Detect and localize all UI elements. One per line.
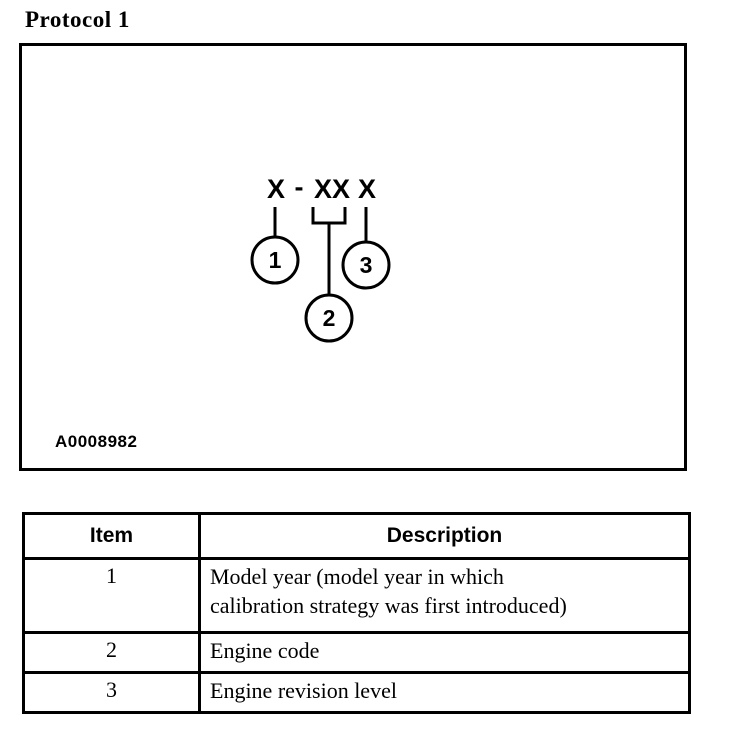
code-chars-engine-code: XX [314, 174, 350, 204]
table-row: 1 Model year (model year in which calibr… [22, 557, 691, 634]
item-cell: 3 [22, 671, 201, 714]
callout-2-number: 2 [323, 305, 336, 331]
code-format-diagram: X - XX X 1 2 3 [250, 172, 391, 343]
table-header-row: Item Description [22, 512, 691, 560]
bracket-engine-code [311, 207, 347, 225]
item-cell: 2 [22, 631, 201, 674]
callout-3-circle [341, 240, 391, 290]
table-row: 3 Engine revision level [22, 671, 691, 714]
callout-3-number: 3 [360, 252, 373, 278]
callout-2-circle [304, 293, 354, 343]
code-char-model-year: X [267, 174, 285, 204]
code-separator-dash: - [295, 172, 304, 202]
item-cell: 1 [22, 557, 201, 634]
document-page: Protocol 1 X - XX X 1 2 3 A0008982 [0, 8, 736, 730]
table-row: 2 Engine code [22, 631, 691, 674]
item-column-header: Item [22, 512, 201, 560]
description-column-header: Description [198, 512, 691, 560]
code-char-revision-level: X [358, 174, 376, 204]
figure-box: X - XX X 1 2 3 A0008982 [19, 43, 687, 471]
callout-1-circle [250, 235, 300, 285]
page-title: Protocol 1 [25, 7, 130, 32]
callout-1-number: 1 [269, 247, 282, 273]
item-description-table: Item Description 1 Model year (model yea… [22, 512, 691, 714]
description-cell: Engine code [198, 631, 691, 674]
description-cell: Engine revision level [198, 671, 691, 714]
figure-id: A0008982 [55, 432, 138, 451]
description-cell: Model year (model year in which calibrat… [198, 557, 691, 634]
